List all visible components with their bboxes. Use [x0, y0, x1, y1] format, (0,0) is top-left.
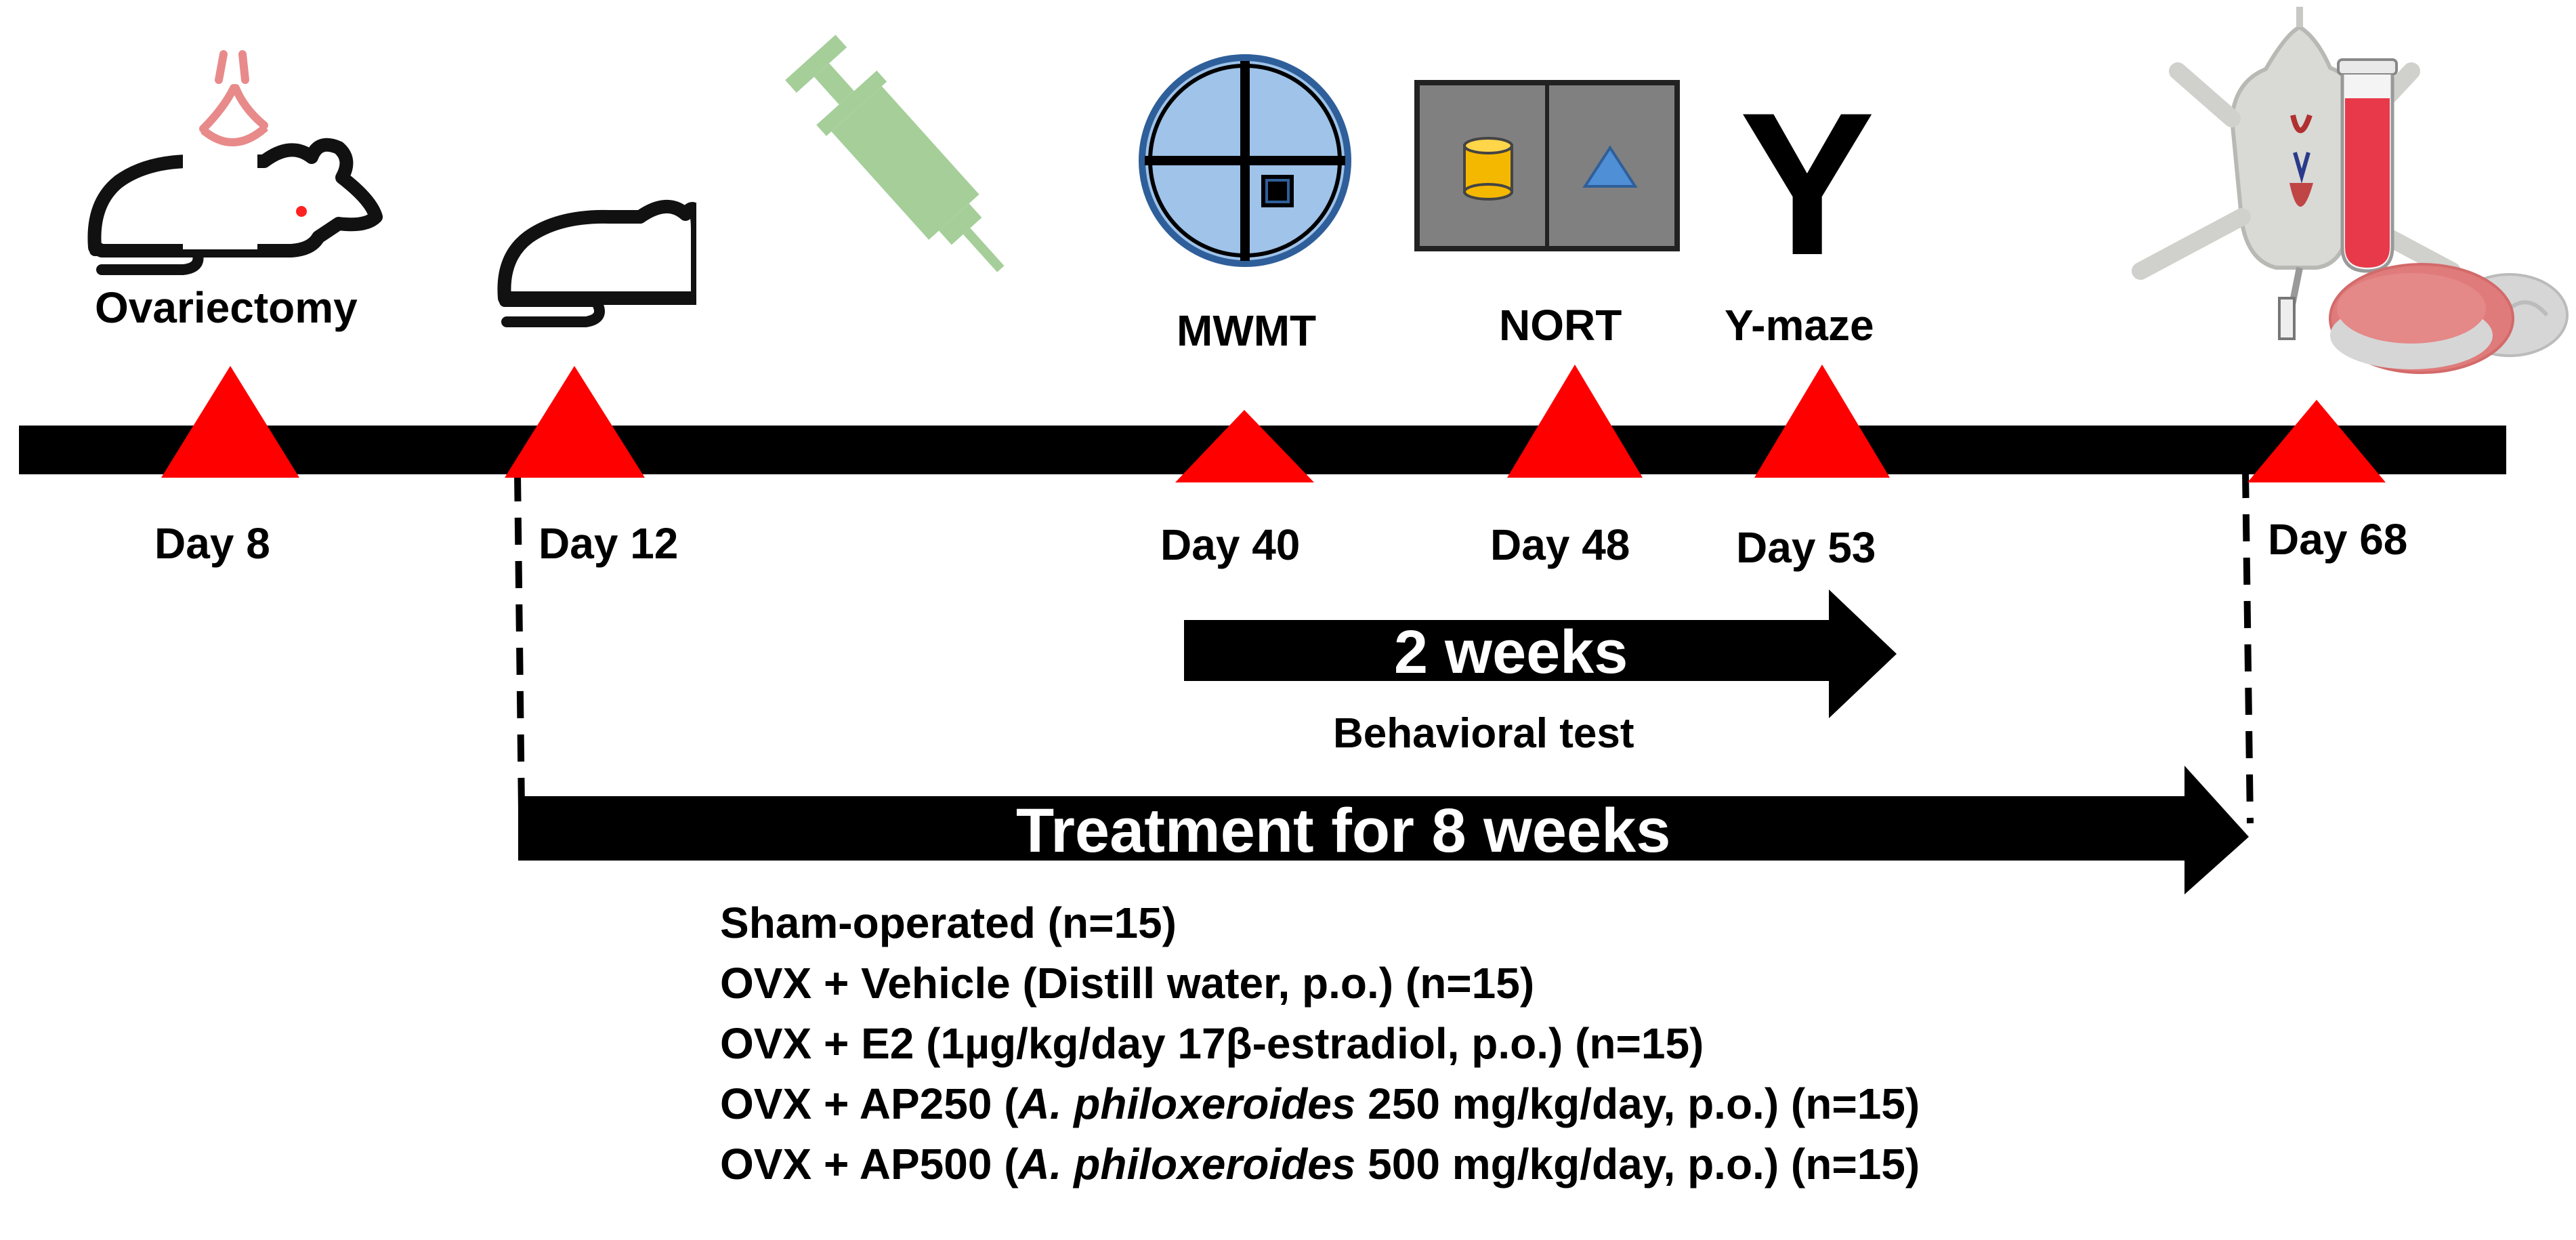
group-item: OVX + E2 (1µg/kg/day 17β-estradiol, p.o.…	[720, 1019, 1704, 1068]
day-label-12: Day 12	[539, 519, 679, 568]
marker-day-8	[161, 366, 299, 478]
treatment-end-dashed-line	[2242, 470, 2254, 824]
event-label-nort: NORT	[1499, 301, 1622, 350]
group-item: OVX + AP500 (A. philoxeroides 500 mg/kg/…	[720, 1140, 1920, 1189]
day-label-68: Day 68	[2268, 515, 2408, 564]
treatment-group-list: Sham-operated (n=15) OVX + Vehicle (Dist…	[720, 893, 1920, 1195]
syringe-icon	[785, 35, 1005, 272]
brain-icon	[2329, 263, 2569, 374]
behavioral-test-label: Behavioral test	[1333, 710, 1634, 757]
novel-object-recognition-icon	[1414, 80, 1680, 251]
day-label-8: Day 8	[154, 519, 270, 568]
morris-water-maze-icon	[1139, 54, 1351, 267]
blood-tube-icon	[2337, 58, 2398, 273]
day-label-40: Day 40	[1160, 520, 1301, 569]
event-label-ovariectomy: Ovariectomy	[95, 283, 358, 332]
marker-day-68	[2247, 400, 2386, 482]
behavioral-test-arrow	[1184, 590, 1897, 718]
behavioral-arrow-label: 2 weeks	[1394, 619, 1628, 686]
group-item: OVX + Vehicle (Distill water, p.o.) (n=1…	[720, 959, 1535, 1008]
ovariectomy-mouse-icon	[87, 50, 383, 275]
day-label-53: Day 53	[1736, 523, 1876, 572]
treatment-mouse-icon	[497, 199, 723, 332]
event-label-mwmt: MWMT	[1177, 306, 1317, 355]
group-item: Sham-operated (n=15)	[720, 898, 1177, 947]
event-label-ymaze: Y-maze	[1725, 301, 1874, 350]
treatment-arrow-label: Treatment for 8 weeks	[1016, 796, 1671, 865]
group-item: OVX + AP250 (A. philoxeroides 250 mg/kg/…	[720, 1079, 1920, 1128]
marker-day-40	[1175, 410, 1314, 482]
marker-day-12	[505, 366, 645, 478]
day-label-48: Day 48	[1490, 520, 1630, 569]
y-maze-icon: Y	[1739, 70, 1875, 297]
treatment-start-dashed-line	[514, 474, 525, 810]
treatment-arrow	[518, 766, 2249, 894]
marker-day-53	[1754, 365, 1890, 478]
marker-day-48	[1507, 365, 1643, 478]
